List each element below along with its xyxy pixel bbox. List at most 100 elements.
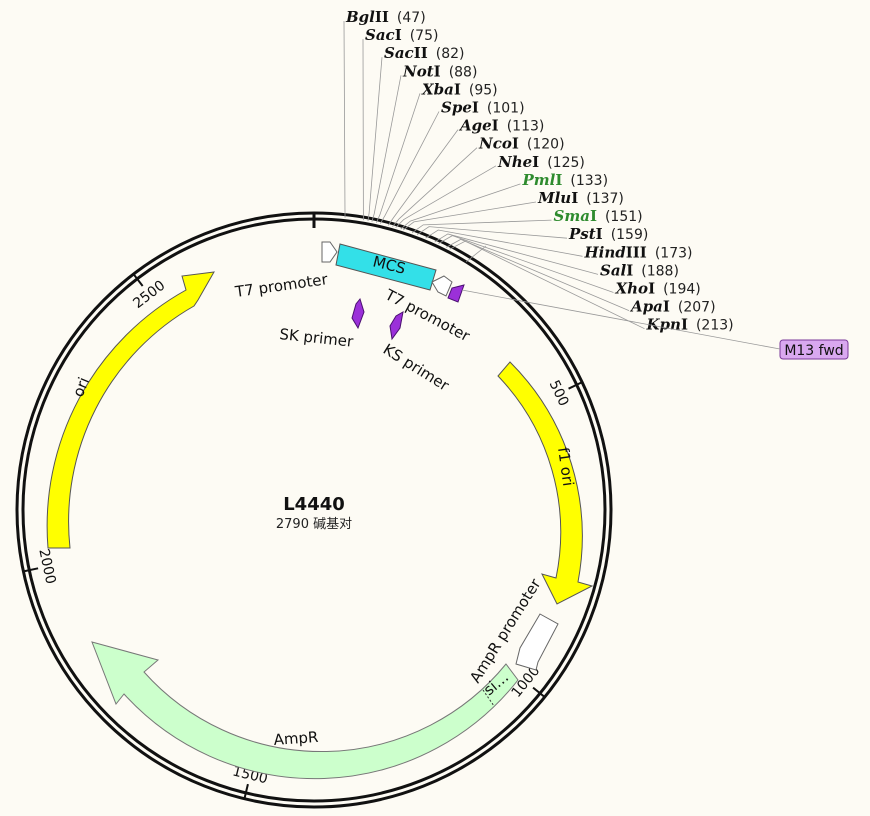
restriction-site-position: (47)	[397, 10, 426, 26]
restriction-site-label[interactable]: PstI(159)	[568, 225, 648, 243]
restriction-site-italic: Not	[402, 62, 434, 80]
restriction-site-label[interactable]: KpnI(213)	[646, 316, 734, 334]
m13-fwd-box	[779, 339, 849, 360]
sk-primer-arrow[interactable]	[351, 297, 365, 330]
f1-ori-feature[interactable]	[497, 361, 594, 605]
restriction-site-italic: Sal	[600, 261, 627, 279]
restriction-site-italic: Spe	[441, 99, 472, 117]
restriction-site-label[interactable]: SacII(82)	[384, 44, 464, 62]
t7-promoter-left-label: T7 promoter	[233, 270, 329, 301]
mcs-feature[interactable]	[335, 243, 437, 291]
restriction-site-position: (151)	[605, 209, 643, 225]
restriction-site-label[interactable]: NheI(125)	[497, 153, 585, 171]
restriction-leader-line	[434, 233, 599, 275]
restriction-site-italic: Xho	[615, 280, 649, 298]
restriction-leader-line	[411, 219, 552, 234]
restriction-site-label[interactable]: NotI(88)	[402, 62, 477, 80]
restriction-leader-line	[392, 147, 478, 227]
ampr-promoter-feature[interactable]	[515, 613, 559, 671]
tick-label: 2000	[35, 547, 58, 585]
restriction-site-italic: Pml	[522, 171, 556, 189]
restriction-site-position: (120)	[527, 137, 565, 153]
restriction-site-label[interactable]: BglII(47)	[345, 8, 426, 26]
restriction-site-label[interactable]: ApaI (207)	[629, 298, 716, 316]
restriction-site-suffix: I	[626, 261, 633, 279]
m13-fwd-text: M13 fwd	[784, 343, 843, 359]
restriction-leader-line	[367, 57, 383, 222]
restriction-site-italic: Sac	[384, 44, 414, 62]
restriction-site-suffix: I	[395, 26, 402, 44]
tick-mark	[243, 783, 249, 800]
ks-primer-arrow[interactable]	[389, 311, 404, 341]
m13-fwd-leader	[461, 289, 781, 350]
restriction-site-suffix: I	[681, 316, 688, 334]
restriction-site-italic: Bgl	[345, 8, 375, 26]
restriction-site-italic: Apa	[629, 298, 663, 316]
restriction-site-labels: BglII(47)SacI(75)SacII(82)NotI(88)XbaI(9…	[345, 8, 734, 334]
restriction-leader-line	[400, 183, 521, 230]
m13-fwd-primer-arrow[interactable]	[447, 284, 465, 303]
restriction-site-label[interactable]: SalI (188)	[600, 261, 679, 279]
t7-promoter-left-arrow[interactable]	[321, 241, 338, 263]
restriction-site-position: (101)	[487, 101, 525, 117]
restriction-site-label[interactable]: PmlI (133)	[522, 171, 609, 189]
restriction-site-position: (75)	[410, 28, 439, 44]
f1-ori-label: f1 ori	[554, 446, 577, 487]
restriction-site-label[interactable]: NcoI(120)	[478, 135, 565, 153]
restriction-site-label[interactable]: SacI (75)	[365, 26, 438, 44]
plasmid-title: L4440	[283, 494, 345, 515]
restriction-leader-line	[376, 93, 421, 223]
restriction-site-label[interactable]: XbaI(95)	[421, 80, 498, 98]
tick-mark	[532, 686, 547, 699]
restriction-site-italic: Xba	[421, 80, 454, 98]
restriction-site-suffix: I	[555, 171, 562, 189]
restriction-site-italic: Age	[458, 117, 492, 135]
ampr-feature[interactable]	[91, 641, 519, 780]
m13-fwd-primer-label[interactable]: M13 fwd	[779, 339, 849, 360]
restriction-leader-lines	[343, 20, 645, 330]
restriction-site-suffix: I	[571, 189, 578, 207]
restriction-site-position: (88)	[449, 64, 478, 80]
restriction-site-position: (194)	[663, 282, 701, 298]
restriction-leader-line	[438, 235, 614, 293]
restriction-site-italic: Pst	[568, 225, 596, 243]
restriction-site-position: (133)	[570, 173, 608, 189]
restriction-leader-line	[387, 129, 459, 226]
restriction-leader-line	[445, 238, 630, 311]
restriction-site-label[interactable]: HindIII(173)	[584, 243, 693, 261]
restriction-site-italic: Sma	[554, 207, 590, 225]
tick-label: 500	[546, 378, 572, 409]
restriction-site-suffix: I	[663, 298, 670, 316]
ampr-label: AmpR	[273, 728, 319, 749]
restriction-leader-line	[449, 240, 645, 330]
restriction-site-suffix: I	[472, 99, 479, 117]
restriction-site-italic: Nco	[478, 135, 512, 153]
restriction-site-position: (159)	[611, 227, 649, 243]
restriction-site-position: (207)	[678, 300, 716, 316]
restriction-site-position: (137)	[586, 191, 624, 207]
restriction-site-italic: Sac	[365, 26, 395, 44]
restriction-site-label[interactable]: AgeI(113)	[458, 117, 544, 135]
restriction-leader-line	[425, 229, 583, 257]
tick-mark	[132, 272, 144, 287]
restriction-site-italic: Mlu	[537, 189, 571, 207]
restriction-leader-line	[343, 20, 346, 218]
restriction-site-position: (173)	[655, 245, 693, 261]
restriction-site-label[interactable]: SmaI(151)	[554, 207, 643, 225]
restriction-leader-line	[379, 111, 440, 224]
restriction-site-position: (188)	[641, 263, 679, 279]
restriction-site-position: (82)	[436, 46, 465, 62]
tick-mark	[22, 567, 39, 573]
ori-feature[interactable]	[46, 271, 215, 549]
restriction-site-label[interactable]: SpeI (101)	[441, 99, 525, 117]
restriction-site-suffix: I	[454, 80, 461, 98]
restriction-site-label[interactable]: XhoI(194)	[615, 280, 701, 298]
restriction-leader-line	[371, 75, 402, 222]
restriction-site-suffix: III	[626, 243, 647, 261]
restriction-site-suffix: I	[492, 117, 499, 135]
t7-promoter-right-arrow[interactable]	[431, 275, 453, 297]
restriction-leader-line	[416, 226, 568, 239]
restriction-site-italic: Nhe	[497, 153, 532, 171]
restriction-site-label[interactable]: MluI (137)	[537, 189, 624, 207]
